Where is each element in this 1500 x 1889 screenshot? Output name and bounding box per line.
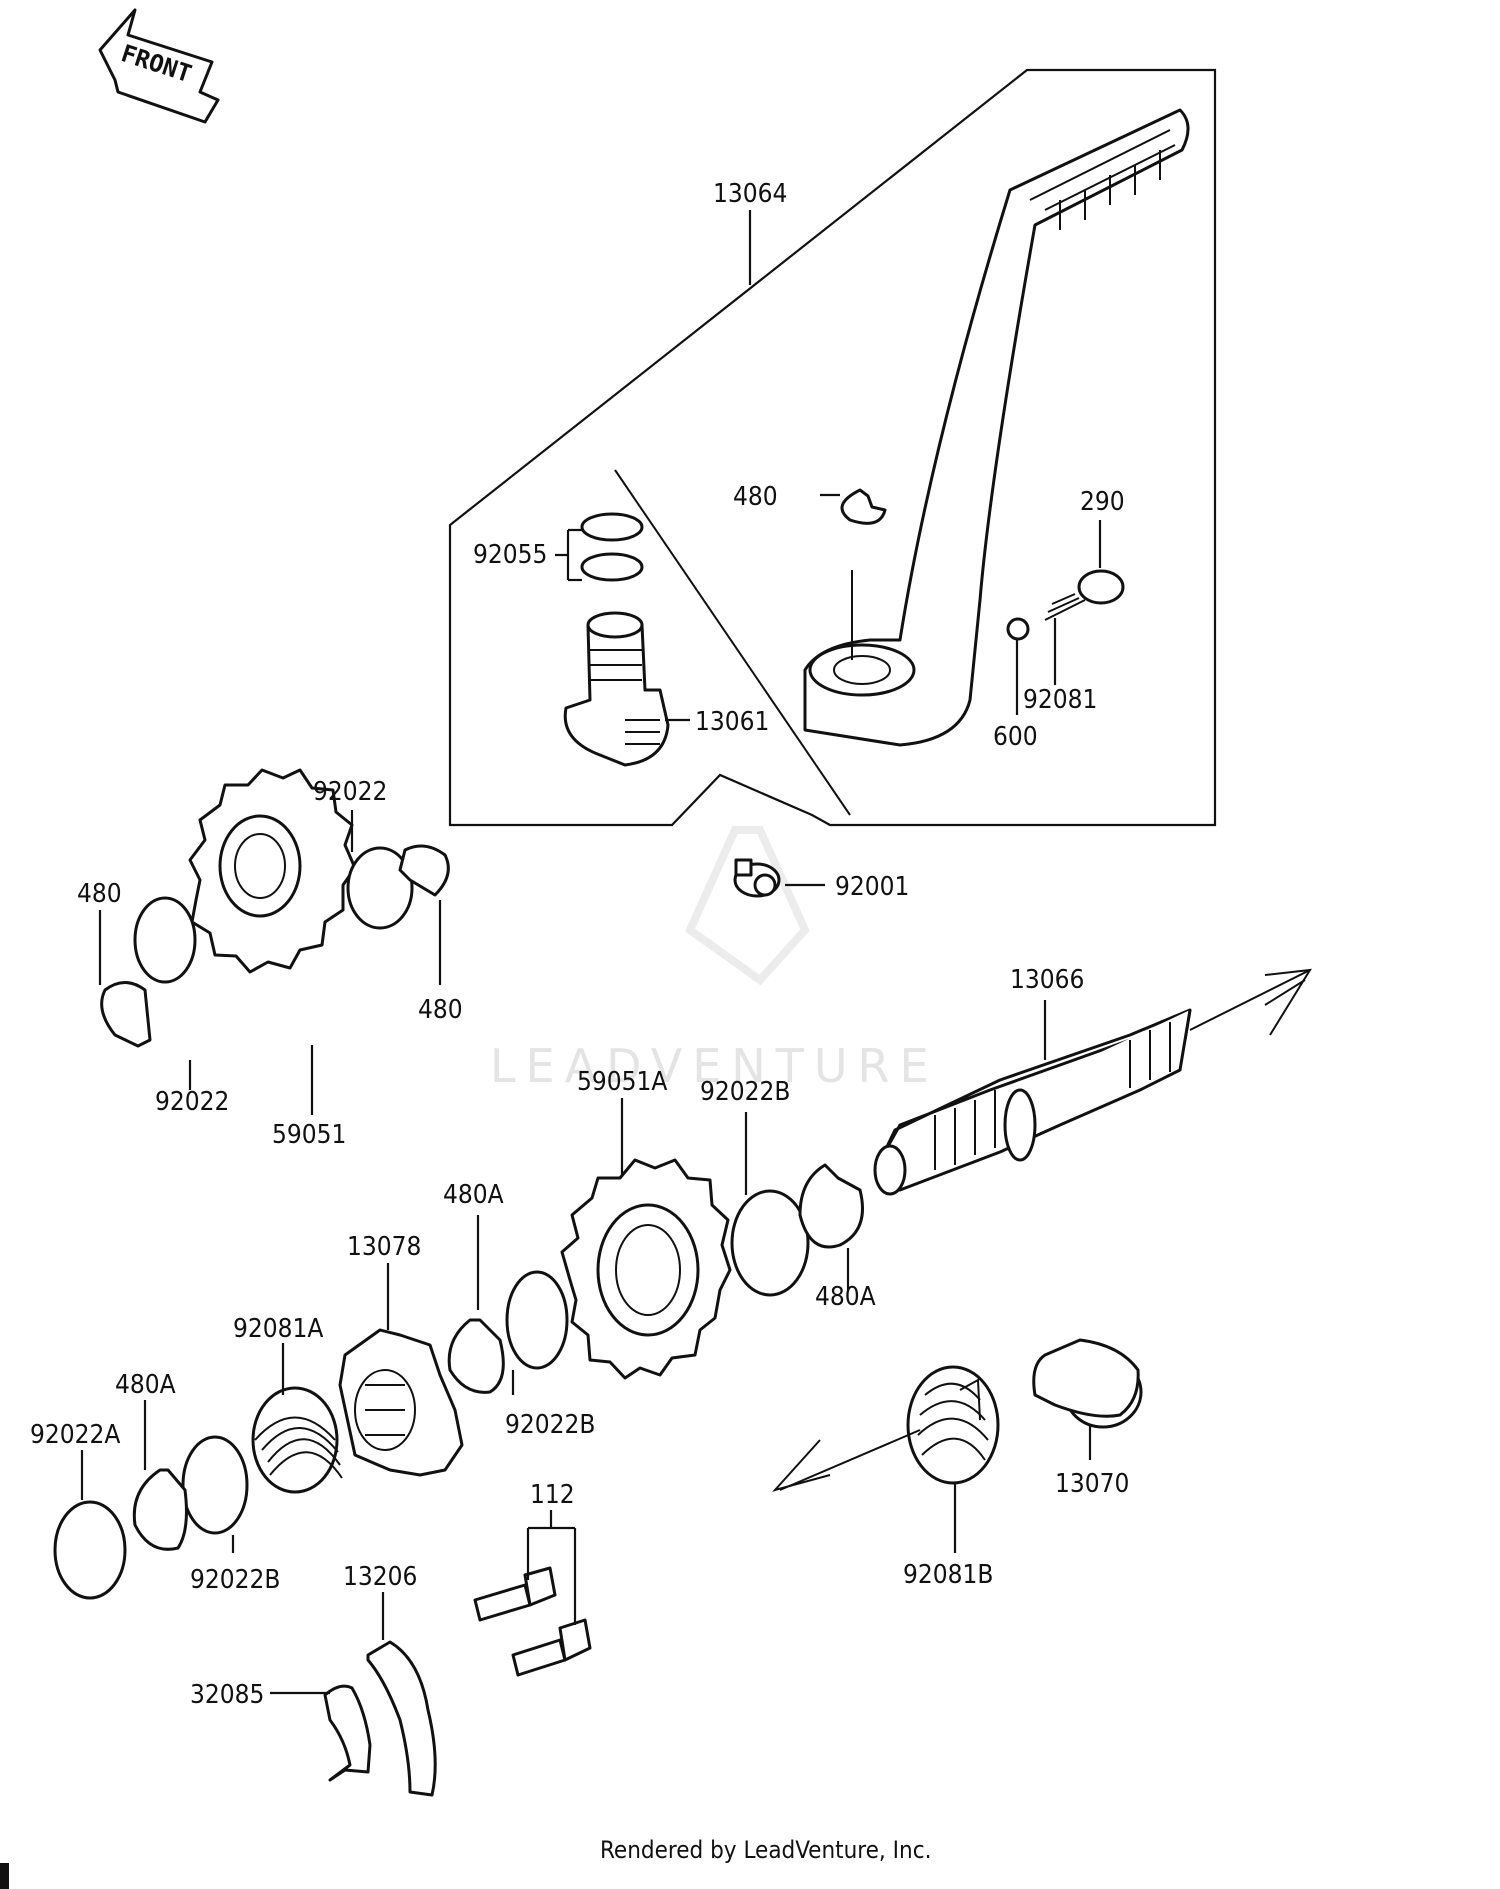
- o-rings: [580, 512, 644, 582]
- callout-112: 112: [530, 1480, 575, 1510]
- callout-13061: 13061: [695, 707, 769, 737]
- callout-480A-right: 480A: [815, 1282, 876, 1312]
- callout-92055: 92055: [473, 540, 547, 570]
- kick-pedal-assembly-outline: [448, 68, 1217, 827]
- callout-600: 600: [993, 722, 1038, 752]
- callout-labels: 13064 480 290 92055 13061 92081 600 9202…: [30, 179, 1129, 1710]
- kick-shaft: [873, 968, 1312, 1196]
- callout-92022B-top: 92022B: [700, 1077, 790, 1107]
- callout-480A-mid: 480A: [443, 1180, 504, 1210]
- callout-92081A: 92081A: [233, 1314, 323, 1344]
- callout-92022-left: 92022: [155, 1087, 229, 1117]
- washer-92022A: [53, 1500, 127, 1600]
- plate-13206: [366, 1640, 437, 1797]
- gear-59051: [188, 768, 357, 974]
- kick-shaft-boss: [563, 611, 670, 767]
- washer-92022-left: [133, 896, 197, 984]
- washer-92022-top: [346, 846, 414, 930]
- watermark: LEADVENTURE: [490, 826, 939, 1093]
- circlip-480A-left: [132, 1468, 188, 1551]
- circlip-right: [398, 844, 450, 897]
- callout-480-top: 480: [733, 482, 778, 512]
- front-arrow: FRONT: [98, 8, 220, 124]
- callout-92022B-low: 92022B: [190, 1565, 280, 1595]
- circlip-left: [100, 981, 152, 1048]
- callout-92081: 92081: [1023, 685, 1097, 715]
- callout-290: 290: [1080, 487, 1125, 517]
- circlip-480A-right: [798, 1163, 864, 1249]
- detent-parts: [1006, 569, 1125, 641]
- watermark-text: LEADVENTURE: [490, 1039, 939, 1093]
- callout-480-right: 480: [418, 995, 463, 1025]
- circlip-480A-mid: [447, 1318, 505, 1394]
- callout-92022-top: 92022: [313, 777, 387, 807]
- edge-mark: [0, 1863, 9, 1889]
- bolts-112: [473, 1566, 592, 1677]
- circlip-top: [840, 488, 887, 525]
- callout-92001: 92001: [835, 872, 909, 902]
- collar-13070: [1032, 1338, 1143, 1429]
- callout-13206: 13206: [343, 1562, 417, 1592]
- spring-92081B: [771, 1365, 1000, 1492]
- gear-59051A: [560, 1158, 732, 1380]
- assembly-guide-line: [614, 469, 851, 816]
- callout-32085: 32085: [190, 1680, 264, 1710]
- spring-92081A: [251, 1386, 343, 1494]
- footer-credit: Rendered by LeadVenture, Inc.: [600, 1836, 931, 1864]
- callout-59051: 59051: [272, 1120, 346, 1150]
- callout-13066: 13066: [1010, 965, 1084, 995]
- kick-pedal-arm: [803, 108, 1190, 747]
- ratchet-13078: [338, 1328, 464, 1477]
- plate-32085: [323, 1684, 372, 1782]
- callout-92022A: 92022A: [30, 1420, 120, 1450]
- callout-13078: 13078: [347, 1232, 421, 1262]
- watermark-logo-icon: [685, 826, 810, 986]
- callout-92022B-mid: 92022B: [505, 1410, 595, 1440]
- callout-480-left: 480: [77, 879, 122, 909]
- callout-92081B: 92081B: [903, 1560, 993, 1590]
- callout-13070: 13070: [1055, 1469, 1129, 1499]
- washer-92022B-mid: [505, 1270, 569, 1370]
- washer-92022B-low: [181, 1435, 249, 1535]
- callout-13064: 13064: [713, 179, 787, 209]
- callout-480A-left: 480A: [115, 1370, 176, 1400]
- callout-59051A: 59051A: [577, 1067, 667, 1097]
- leader-lines: [80, 210, 1102, 1695]
- front-arrow-icon: [98, 8, 220, 124]
- bolt-92001: [733, 858, 781, 898]
- washer-92022B-top: [730, 1189, 810, 1297]
